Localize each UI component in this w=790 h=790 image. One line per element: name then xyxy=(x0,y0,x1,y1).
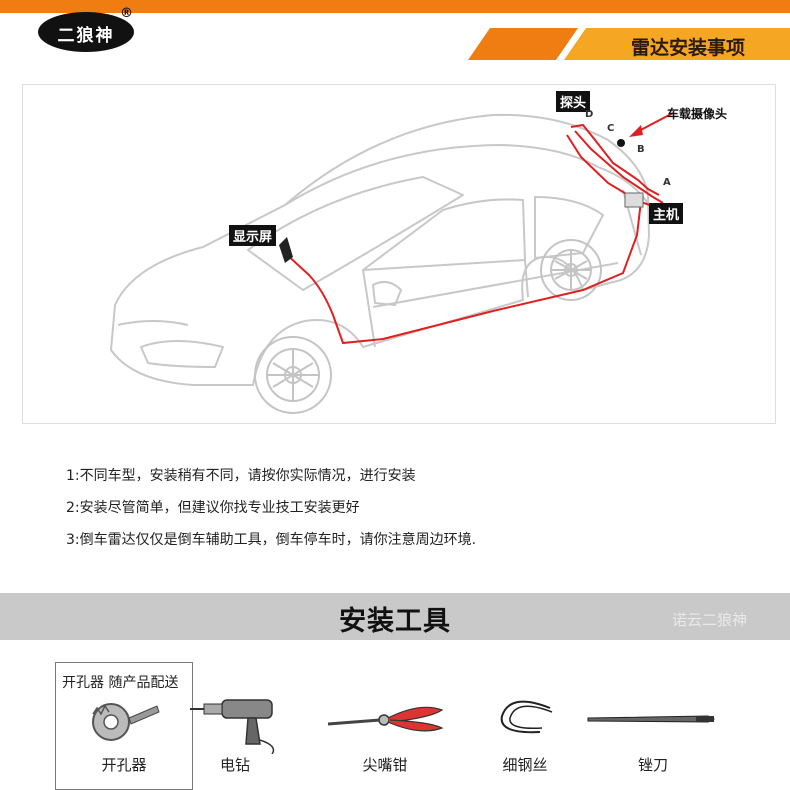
tool-hole-saw: 开孔器 xyxy=(49,688,199,788)
drill-icon xyxy=(190,699,275,754)
hole-saw-caption: 开孔器 随产品配送 xyxy=(62,675,179,691)
camera-dot xyxy=(617,139,625,147)
point-a: A xyxy=(663,177,671,188)
header-tab-shape xyxy=(468,28,790,60)
note-2: 2:安装尽管简单，但建议你找专业技工安装更好 xyxy=(66,500,360,516)
registered-mark: ® xyxy=(120,6,133,21)
tools-watermark: 诺云二狼神 xyxy=(672,611,748,629)
note-3: 3:倒车雷达仅仅是倒车辅助工具，倒车停车时，请你注意周边环境. xyxy=(66,532,477,548)
steel-wire-icon xyxy=(500,700,553,734)
note-1: 1:不同车型，安装稍有不同，请按你实际情况，进行安装 xyxy=(66,468,416,484)
drill-label: 电钻 xyxy=(219,756,250,774)
car-illustration xyxy=(110,112,674,414)
display-label: 显示屏 xyxy=(229,225,277,246)
camera-label: 车载摄像头 xyxy=(667,107,728,121)
pliers-icon xyxy=(327,706,444,732)
installation-diagram: 探头 车载摄像头 主机 显示屏 A B C D xyxy=(22,84,776,424)
brand-logo: 二狼神 xyxy=(38,12,134,52)
point-d: D xyxy=(585,109,594,120)
tool-pliers: 尖嘴钳 xyxy=(310,688,460,788)
page-title: 雷达安装事项 xyxy=(630,37,745,59)
display-unit-shape xyxy=(279,237,293,263)
point-c: C xyxy=(607,123,615,134)
host-label: 主机 xyxy=(649,203,684,224)
tools-title: 安装工具 xyxy=(339,606,451,637)
probe-label: 探头 xyxy=(556,91,591,112)
top-accent-bar xyxy=(0,0,790,13)
brand-logo-text: 二狼神 xyxy=(57,26,115,46)
tool-steel-wire: 细钢丝 xyxy=(450,688,600,788)
pliers-label: 尖嘴钳 xyxy=(362,756,408,774)
header-tab: 雷达安装事项 xyxy=(468,28,790,60)
install-notes: 1:不同车型，安装稍有不同，请按你实际情况，进行安装 2:安装尽管简单，但建议你… xyxy=(66,466,476,562)
tool-file: 锉刀 xyxy=(578,688,728,788)
steel-wire-label: 细钢丝 xyxy=(502,756,548,774)
host-unit-shape xyxy=(624,192,644,208)
tools-banner: 安装工具 诺云二狼神 xyxy=(0,593,790,640)
point-b: B xyxy=(637,144,645,155)
file-label: 锉刀 xyxy=(637,756,668,774)
tool-drill: 电钻 xyxy=(160,688,310,788)
hole-saw-label: 开孔器 xyxy=(101,756,147,774)
file-icon xyxy=(587,715,716,723)
hole-saw-icon xyxy=(92,703,160,741)
